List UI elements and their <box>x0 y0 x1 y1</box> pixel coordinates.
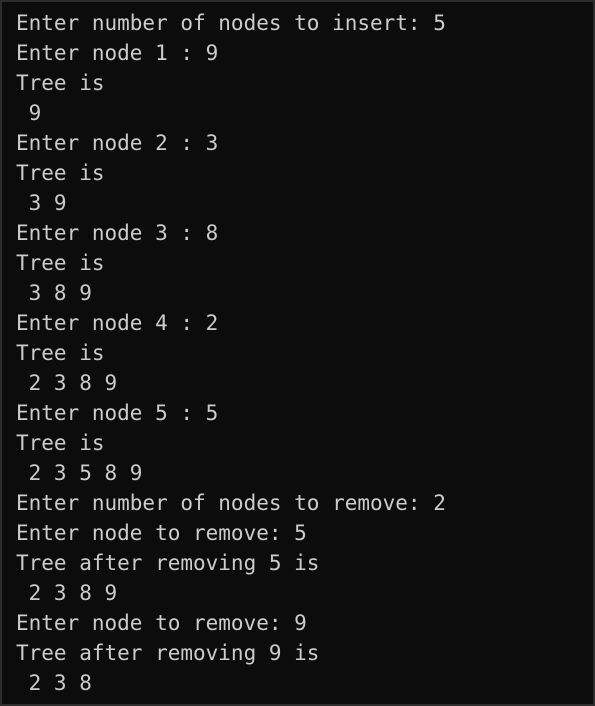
output-line: Enter node 2 : 3 <box>16 131 219 155</box>
output-line: 2 3 5 8 9 <box>16 461 143 485</box>
output-line: Enter number of nodes to insert: 5 <box>16 11 446 35</box>
output-line: Tree is <box>16 161 105 185</box>
output-line: Enter node to remove: 5 <box>16 521 307 545</box>
terminal-top-edge <box>2 2 593 6</box>
output-line: 9 <box>16 101 42 125</box>
terminal-output: Enter number of nodes to insert: 5 Enter… <box>16 8 446 698</box>
output-line: 3 9 <box>16 191 67 215</box>
output-line: 2 3 8 9 <box>16 581 118 605</box>
output-line: Enter node 3 : 8 <box>16 221 219 245</box>
output-line: Enter node 4 : 2 <box>16 311 219 335</box>
output-line: Enter node to remove: 9 <box>16 611 307 635</box>
output-line: Tree is <box>16 71 105 95</box>
output-line: Tree is <box>16 341 105 365</box>
output-line: Enter node 5 : 5 <box>16 401 219 425</box>
output-line: Tree after removing 9 is <box>16 641 320 665</box>
output-line: Tree is <box>16 251 105 275</box>
output-line: Tree after removing 5 is <box>16 551 320 575</box>
output-line: 2 3 8 <box>16 671 92 695</box>
output-line: 3 8 9 <box>16 281 92 305</box>
output-line: Enter number of nodes to remove: 2 <box>16 491 446 515</box>
output-line: 2 3 8 9 <box>16 371 118 395</box>
output-line: Tree is <box>16 431 105 455</box>
output-line: Enter node 1 : 9 <box>16 41 219 65</box>
